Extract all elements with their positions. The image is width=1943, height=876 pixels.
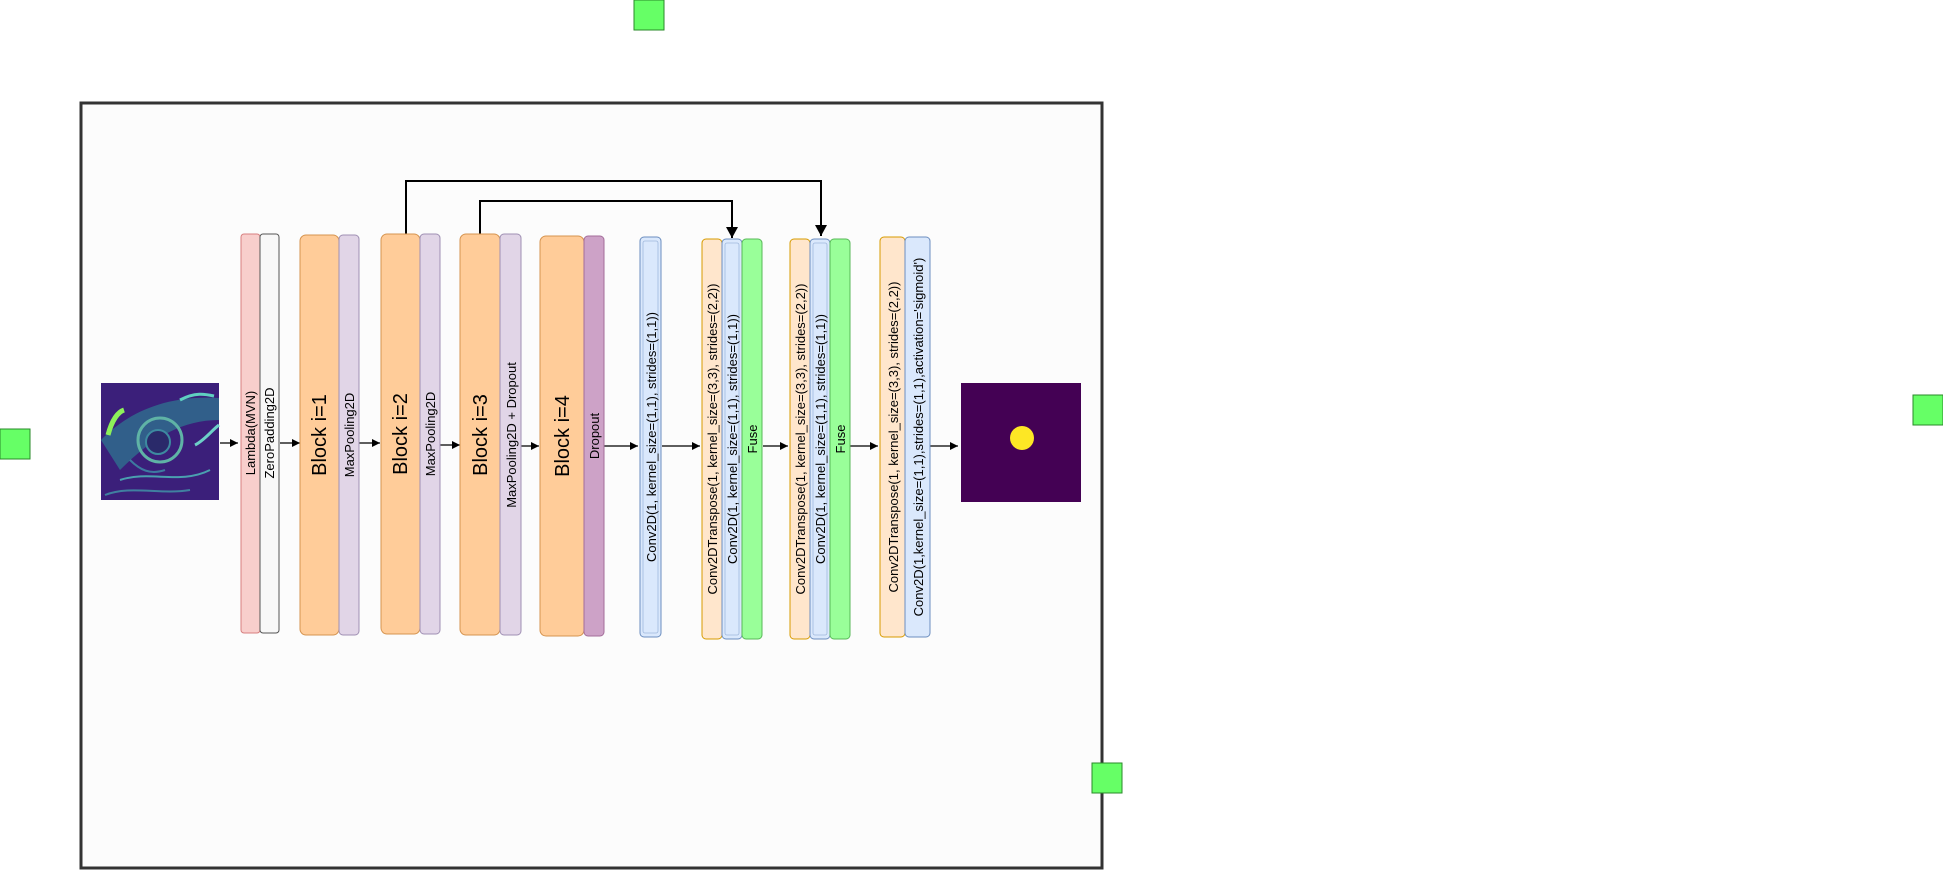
layer-conv2dtranspose-2[interactable]: Conv2DTranspose(1, kernel_size=(3,3), st…	[789, 238, 811, 640]
layer-label: Conv2DTranspose(1, kernel_size=(3,3), st…	[705, 284, 720, 595]
layer-label: Conv2DTranspose(1, kernel_size=(3,3), st…	[886, 282, 901, 593]
layer-label: MaxPooling2D	[342, 393, 357, 478]
layer-maxpool-2[interactable]: MaxPooling2D	[419, 233, 441, 635]
layer-zeropadding[interactable]: ZeroPadding2D	[259, 233, 280, 634]
layer-maxpool-1[interactable]: MaxPooling2D	[338, 234, 360, 636]
layer-label: MaxPooling2D	[423, 392, 438, 477]
layer-label: Dropout	[587, 412, 602, 459]
layer-conv2dtranspose-3[interactable]: Conv2DTranspose(1, kernel_size=(3,3), st…	[879, 236, 906, 638]
layer-label: ZeroPadding2D	[262, 387, 277, 478]
layer-label: Conv2DTranspose(1, kernel_size=(3,3), st…	[793, 284, 808, 595]
layer-label: MaxPooling2D + Dropout	[504, 362, 519, 508]
encoder-block-3[interactable]: Block i=3	[459, 233, 501, 636]
selection-handle-bottom-right[interactable]	[1091, 762, 1123, 794]
layer-label: Conv2D(1, kernel_size=(1,1), strides=(1,…	[725, 314, 740, 564]
layer-label: Conv2D(1,kernel_size=(1,1),strides=(1,1)…	[911, 258, 926, 617]
layer-conv2dtranspose-1[interactable]: Conv2DTranspose(1, kernel_size=(3,3), st…	[701, 238, 723, 640]
block-label: Block i=4	[552, 395, 574, 477]
layer-conv2d-skip-2[interactable]: Conv2D(1, kernel_size=(1,1), strides=(1,…	[809, 238, 831, 640]
layer-lambda[interactable]: Lambda(MVN)	[240, 233, 261, 634]
block-label: Block i=2	[390, 393, 412, 475]
skip-connection-arrow	[479, 200, 738, 238]
block-label: Block i=3	[470, 394, 492, 476]
layer-fuse-2[interactable]: Fuse	[829, 238, 851, 640]
selection-handle-right[interactable]	[1912, 394, 1943, 426]
layer-conv2d-bottleneck[interactable]: Conv2D(1, kernel_size=(1,1), strides=(1,…	[639, 236, 662, 638]
layer-label: Conv2D(1, kernel_size=(1,1), strides=(1,…	[644, 312, 659, 562]
encoder-block-4[interactable]: Block i=4	[539, 235, 585, 637]
layer-label: Lambda(MVN)	[243, 391, 258, 476]
input-image	[101, 383, 220, 500]
layer-label: Conv2D(1, kernel_size=(1,1), strides=(1,…	[813, 314, 828, 564]
skip-connection-arrow	[405, 180, 827, 236]
layer-conv2d-output[interactable]: Conv2D(1,kernel_size=(1,1),strides=(1,1)…	[904, 236, 931, 638]
layer-dropout[interactable]: Dropout	[583, 235, 605, 637]
block-label: Block i=1	[309, 394, 331, 476]
layer-label: Fuse	[833, 425, 848, 454]
layer-conv2d-skip-1[interactable]: Conv2D(1, kernel_size=(1,1), strides=(1,…	[721, 238, 743, 640]
output-mask-image	[961, 383, 1081, 502]
encoder-block-1[interactable]: Block i=1	[299, 234, 340, 636]
layer-fuse-1[interactable]: Fuse	[741, 238, 763, 640]
encoder-block-2[interactable]: Block i=2	[380, 233, 421, 635]
layer-label: Fuse	[745, 425, 760, 454]
selection-handle-left[interactable]	[0, 428, 31, 460]
selection-handle-top[interactable]	[633, 0, 665, 31]
layer-maxpool-dropout[interactable]: MaxPooling2D + Dropout	[499, 233, 522, 636]
